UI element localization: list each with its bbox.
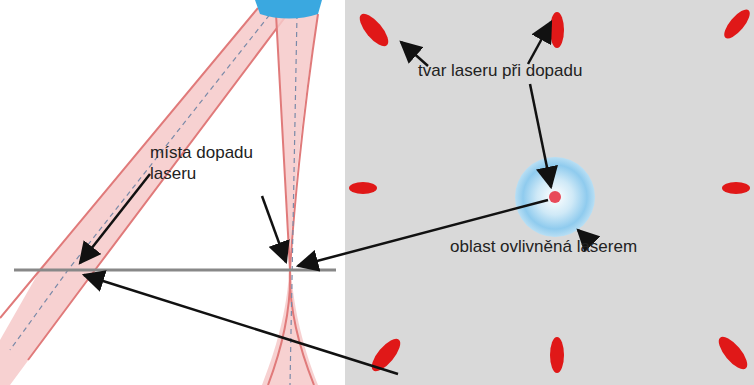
focused-beam — [262, 14, 318, 385]
lens — [255, 0, 322, 19]
sample-surface — [345, 0, 754, 385]
annotation-label: tvar laseru při dopadu — [418, 60, 638, 81]
center-spot — [549, 191, 561, 203]
laser-spots — [349, 6, 754, 376]
annotation-label: místa dopadu laseru — [150, 142, 278, 184]
surface-line — [14, 269, 336, 272]
affected-zone — [515, 157, 595, 237]
oblique-beam — [0, 8, 292, 385]
annotation-label: oblast ovlivněná laserem — [450, 236, 710, 257]
